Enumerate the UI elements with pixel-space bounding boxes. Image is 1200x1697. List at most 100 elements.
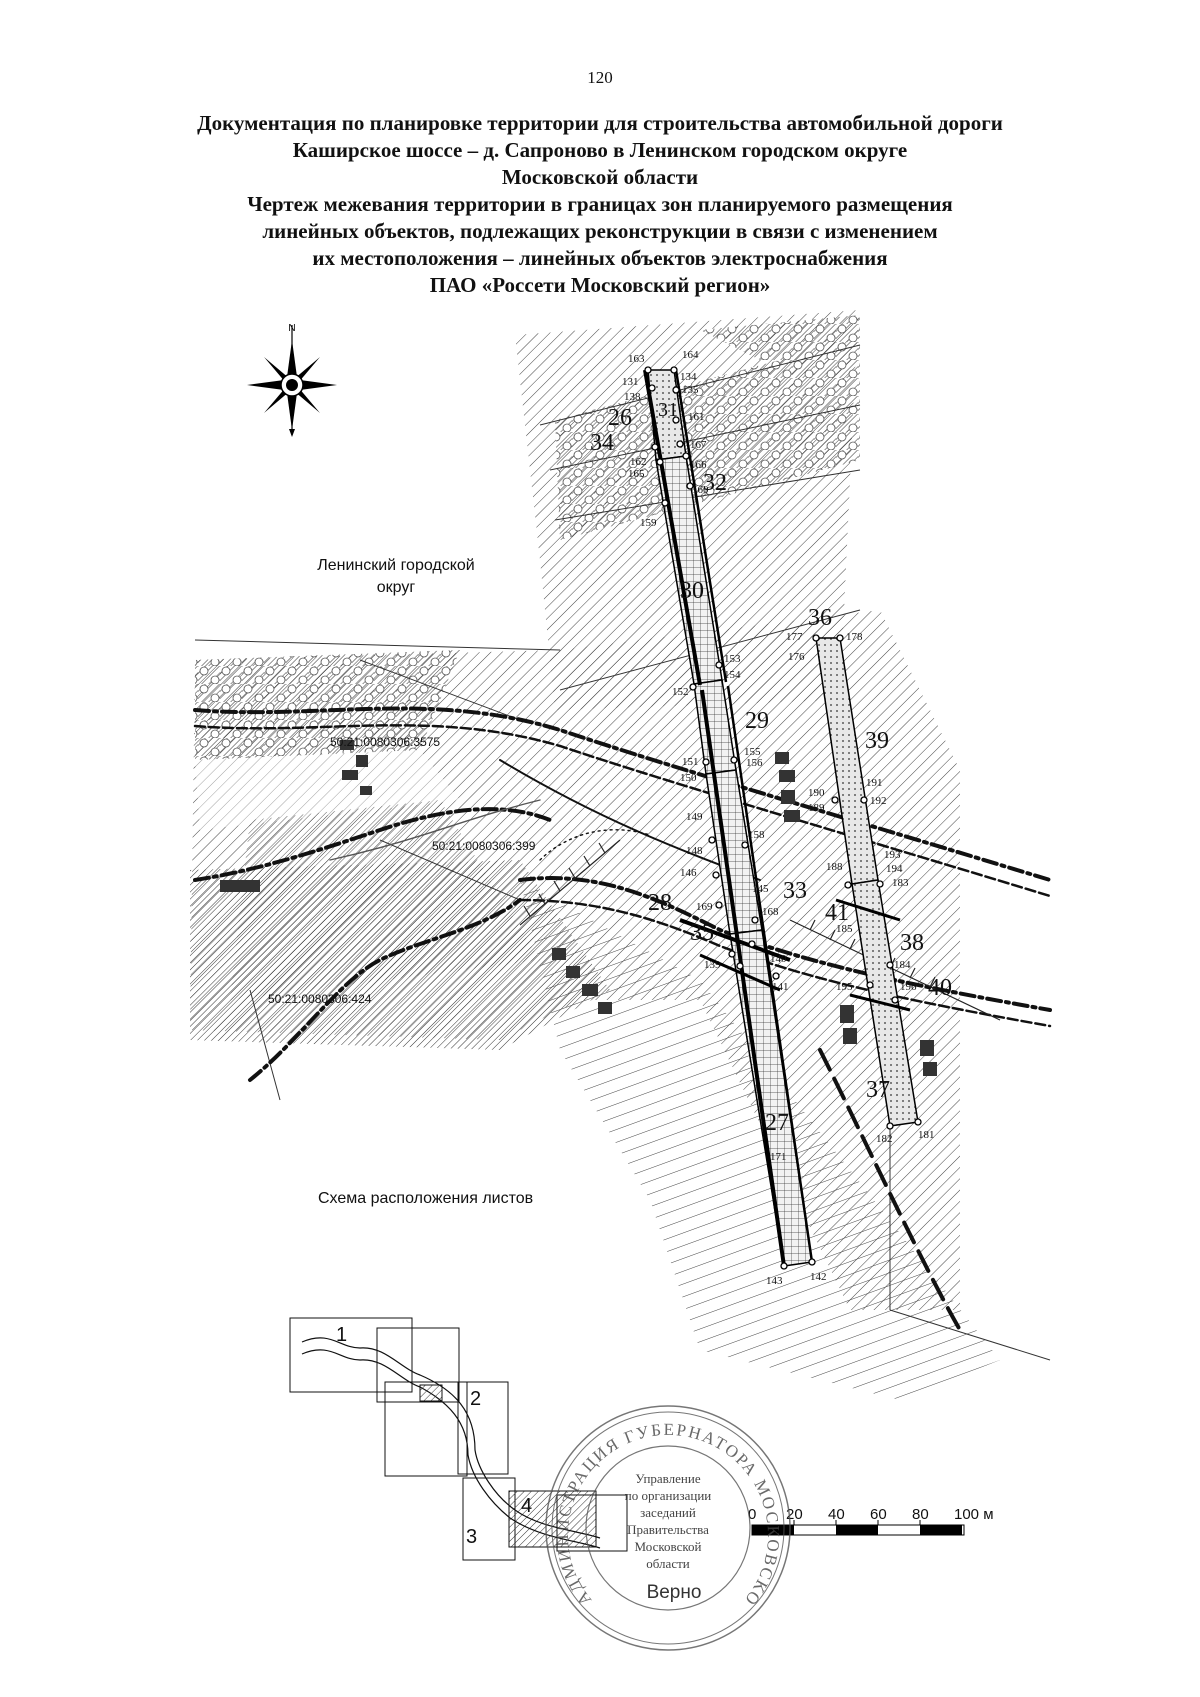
point-label-163: 163 xyxy=(628,353,645,365)
title-line-4: Чертеж межевания территории в границах з… xyxy=(247,192,953,216)
zone-label-27: 27 xyxy=(765,1110,789,1136)
point-label-189: 189 xyxy=(808,802,825,814)
point-label-159: 159 xyxy=(640,517,657,529)
sheet-label-1: 1 xyxy=(336,1324,347,1346)
point-label-135: 135 xyxy=(682,384,699,396)
zone-label-29: 29 xyxy=(745,708,769,734)
point-label-151: 151 xyxy=(682,756,699,768)
point-label-193: 193 xyxy=(884,849,901,861)
point-label-181: 181 xyxy=(918,1129,935,1141)
scale-bar xyxy=(751,1520,965,1536)
parcel-label-3575: 50:21:0080306:3575 xyxy=(330,735,440,749)
sheet-scheme-title: Схема расположения листов xyxy=(318,1190,533,1207)
zone-label-31: 31 xyxy=(658,399,678,421)
title-line-2: Каширское шоссе – д. Сапроново в Ленинск… xyxy=(292,138,908,162)
sheet-label-3: 3 xyxy=(466,1526,477,1548)
compass-rose-icon xyxy=(247,325,337,437)
zone-label-41: 41 xyxy=(825,900,849,926)
title-line-1: Документация по планировке территории дл… xyxy=(197,111,1003,135)
point-label-145: 145 xyxy=(752,883,769,895)
compass-north-label: N xyxy=(288,323,295,334)
zone-label-37: 37 xyxy=(866,1077,890,1103)
stamp-line-2: по организации xyxy=(625,1488,712,1503)
point-label-142: 142 xyxy=(810,1271,827,1283)
scale-tick-0: 0 xyxy=(748,1506,756,1523)
title-line-3: Московской области xyxy=(501,165,699,189)
point-label-168: 168 xyxy=(762,906,779,918)
stamp-line-6: области xyxy=(646,1556,689,1571)
title-line-5: линейных объектов, подлежащих реконструк… xyxy=(262,219,938,243)
point-label-139: 139 xyxy=(704,959,721,971)
zone-label-30: 30 xyxy=(680,578,704,604)
district-label-line-1: Ленинский городской xyxy=(317,557,475,574)
point-label-195: 195 xyxy=(836,981,853,993)
stamp-line-1: Управление xyxy=(635,1471,700,1486)
scale-tick-80: 80 xyxy=(912,1506,929,1523)
scale-tick-100: 100 м xyxy=(954,1506,994,1523)
point-label-141: 141 xyxy=(772,981,789,993)
point-label-196: 196 xyxy=(900,981,917,993)
zone-label-39: 39 xyxy=(865,728,889,754)
sheet-scheme xyxy=(289,1317,628,1561)
point-label-158: 158 xyxy=(748,829,765,841)
point-label-192: 192 xyxy=(870,795,887,807)
point-label-140: 140 xyxy=(770,953,787,965)
zone-label-36: 36 xyxy=(808,605,832,631)
title-line-6: их местоположения – линейных объектов эл… xyxy=(312,246,888,270)
page-number: 120 xyxy=(587,68,613,87)
point-label-184: 184 xyxy=(894,959,911,971)
point-label-138: 138 xyxy=(624,391,641,403)
zone-label-34: 34 xyxy=(590,430,614,456)
district-label-line-2: округ xyxy=(377,579,416,596)
stamp-verified-label: Верно xyxy=(647,1582,702,1603)
zone-label-32: 32 xyxy=(703,470,727,496)
point-label-183: 183 xyxy=(892,877,909,889)
point-label-188: 188 xyxy=(826,861,843,873)
point-label-177: 177 xyxy=(786,631,803,643)
zone-label-26: 26 xyxy=(608,405,632,431)
stamp-line-4: Правительства xyxy=(627,1522,709,1537)
zone-label-28: 28 xyxy=(648,890,672,916)
point-label-194: 194 xyxy=(886,863,903,875)
point-label-148: 148 xyxy=(686,845,703,857)
point-label-161: 161 xyxy=(688,411,705,423)
point-label-171: 171 xyxy=(770,1151,787,1163)
planning-zones xyxy=(643,369,919,1267)
parcel-label-424: 50:21:0080306:424 xyxy=(268,992,372,1006)
parcel-label-399: 50:21:0080306:399 xyxy=(432,839,536,853)
point-label-146: 146 xyxy=(680,867,697,879)
point-label-167: 167 xyxy=(690,439,707,451)
point-label-154: 154 xyxy=(724,669,741,681)
point-label-190: 190 xyxy=(808,787,825,799)
point-label-155: 155 xyxy=(744,746,761,758)
point-label-169: 169 xyxy=(696,901,713,913)
point-label-160: 160 xyxy=(692,484,709,496)
scale-tick-40: 40 xyxy=(828,1506,845,1523)
zone-label-33: 33 xyxy=(783,878,807,904)
point-label-153: 153 xyxy=(724,653,741,665)
point-label-152: 152 xyxy=(672,686,689,698)
point-label-143: 143 xyxy=(766,1275,783,1287)
stamp-line-3: заседаний xyxy=(640,1505,696,1520)
point-label-191: 191 xyxy=(866,777,883,789)
point-label-182: 182 xyxy=(876,1133,893,1145)
zone-label-35: 35 xyxy=(690,920,714,946)
zone-label-40: 40 xyxy=(928,975,952,1001)
point-label-178: 178 xyxy=(846,631,863,643)
point-label-134: 134 xyxy=(680,371,697,383)
sheet-label-2: 2 xyxy=(470,1388,481,1410)
survey-points xyxy=(644,366,922,1270)
title-line-7: ПАО «Россети Московский регион» xyxy=(429,273,771,297)
point-label-149: 149 xyxy=(686,811,703,823)
point-label-176: 176 xyxy=(788,651,805,663)
buildings xyxy=(220,740,937,1076)
zone-label-38: 38 xyxy=(900,930,924,956)
point-label-150: 150 xyxy=(680,772,697,784)
point-label-166: 166 xyxy=(690,459,707,471)
document-title: Документация по планировке территории дл… xyxy=(100,110,1100,299)
stamp-line-5: Московской xyxy=(635,1539,702,1554)
point-label-165: 165 xyxy=(628,468,645,480)
sheet-label-4: 4 xyxy=(521,1495,532,1517)
point-label-164: 164 xyxy=(682,349,699,361)
